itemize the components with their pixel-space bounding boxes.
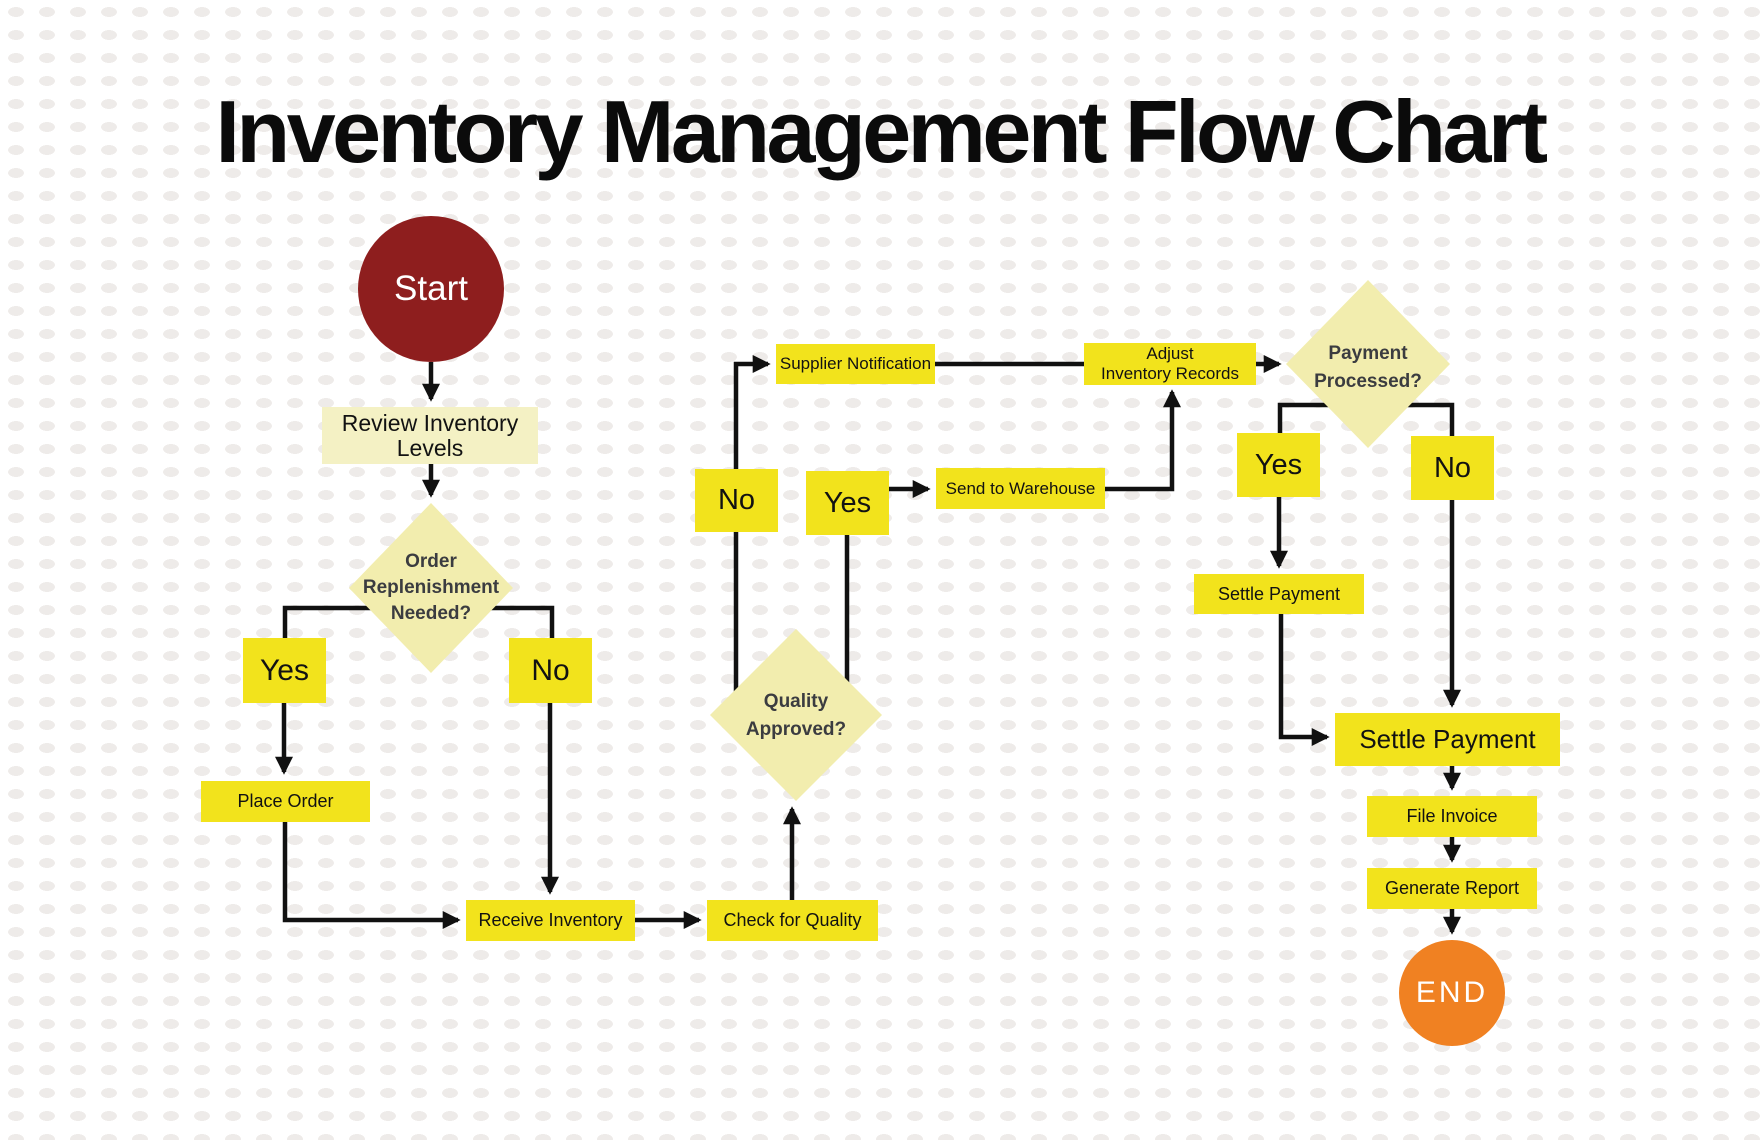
connector-placeorder-receive bbox=[282, 822, 461, 929]
review-inventory-node bbox=[322, 407, 538, 464]
check-quality-node bbox=[707, 900, 878, 941]
place-order-node bbox=[201, 781, 370, 822]
payment-no-node bbox=[1411, 436, 1494, 500]
payment-processed-diamond bbox=[1286, 280, 1450, 448]
send-warehouse-node bbox=[936, 468, 1105, 509]
supplier-notification-node bbox=[776, 344, 935, 384]
settle-payment-main-node bbox=[1335, 713, 1560, 766]
settle-payment-yes-node bbox=[1194, 574, 1364, 614]
payment-yes-node bbox=[1237, 433, 1320, 497]
quality-approved-diamond bbox=[710, 629, 882, 801]
generate-report-node bbox=[1367, 868, 1537, 909]
file-invoice-node bbox=[1367, 796, 1537, 837]
quality-yes-node bbox=[806, 471, 889, 535]
receive-inventory-node bbox=[466, 900, 635, 941]
replenishment-no-node bbox=[509, 638, 592, 703]
chart-title: Inventory Management Flow Chart bbox=[215, 82, 1548, 181]
replenishment-yes-node bbox=[243, 638, 326, 703]
connector-no-supplier bbox=[733, 355, 771, 469]
connector-settlesmall-settlemain bbox=[1278, 614, 1330, 746]
quality-no-node bbox=[695, 469, 778, 532]
adjust-records-node bbox=[1084, 343, 1256, 385]
start-node bbox=[358, 216, 504, 362]
order-replenishment-diamond bbox=[349, 503, 513, 673]
connector-warehouse-adjust bbox=[1105, 389, 1181, 492]
end-node bbox=[1399, 940, 1505, 1046]
